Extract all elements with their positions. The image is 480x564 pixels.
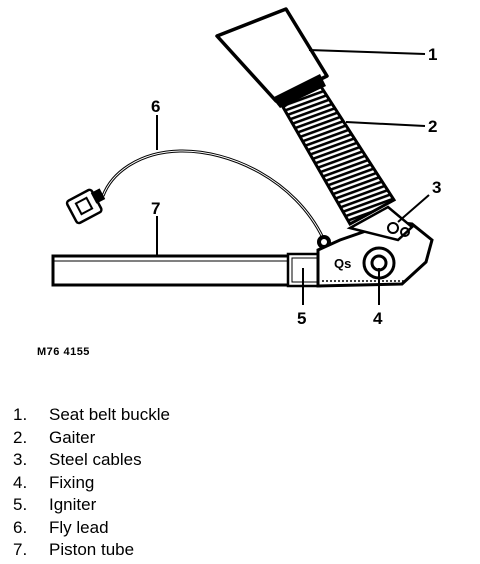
- legend-number: 5.: [13, 495, 28, 514]
- legend-label: Fly lead: [49, 517, 109, 537]
- parts-legend: 1. Seat belt buckle 2. Gaiter 3. Steel cabl…: [13, 404, 170, 562]
- steel-cables: [346, 205, 414, 242]
- legend-item: 4. Fixing: [13, 472, 170, 495]
- legend-number: 7.: [13, 540, 28, 559]
- legend-item: 2. Gaiter: [13, 427, 170, 450]
- callout-labels: 1 2 3 4 5 6 7: [151, 45, 441, 328]
- legend-number: 2.: [13, 427, 28, 447]
- legend-label: Gaiter: [49, 427, 96, 447]
- legend-item: 5. Igniter: [13, 494, 170, 517]
- legend-label: Fixing: [49, 472, 95, 492]
- callout-5: 5: [297, 309, 306, 328]
- legend-item: 7. Piston tube: [13, 539, 170, 562]
- pretensioner-diagram: Qs 1 2 3 4 5 6 7: [51, 7, 441, 328]
- legend-number: 6.: [13, 517, 28, 537]
- legend-number: 1.: [13, 405, 28, 424]
- leader-lines: [156, 49, 430, 305]
- legend-item: 1. Seat belt buckle: [13, 404, 170, 427]
- legend-number: 3.: [13, 450, 28, 469]
- callout-3: 3: [432, 178, 441, 197]
- legend-number: 4.: [13, 472, 28, 492]
- legend-label: Piston tube: [49, 540, 135, 559]
- legend-label: Steel cables: [49, 450, 142, 469]
- callout-2: 2: [428, 117, 437, 136]
- svg-text:Qs: Qs: [334, 256, 351, 271]
- callout-4: 4: [373, 309, 383, 328]
- mounting-bracket: Qs: [316, 220, 434, 288]
- piston-tube: [51, 254, 291, 287]
- callout-1: 1: [428, 45, 437, 64]
- legend-item: 6. Fly lead: [13, 517, 170, 540]
- callout-6: 6: [151, 97, 160, 116]
- figure-code: M76 4155: [37, 346, 90, 358]
- legend-label: Igniter: [49, 495, 97, 514]
- callout-7: 7: [151, 199, 160, 218]
- fly-lead: [65, 149, 331, 249]
- legend-label: Seat belt buckle: [49, 405, 170, 424]
- seat-belt-buckle: [215, 7, 329, 108]
- connector-plug: [65, 188, 106, 225]
- legend-item: 3. Steel cables: [13, 449, 170, 472]
